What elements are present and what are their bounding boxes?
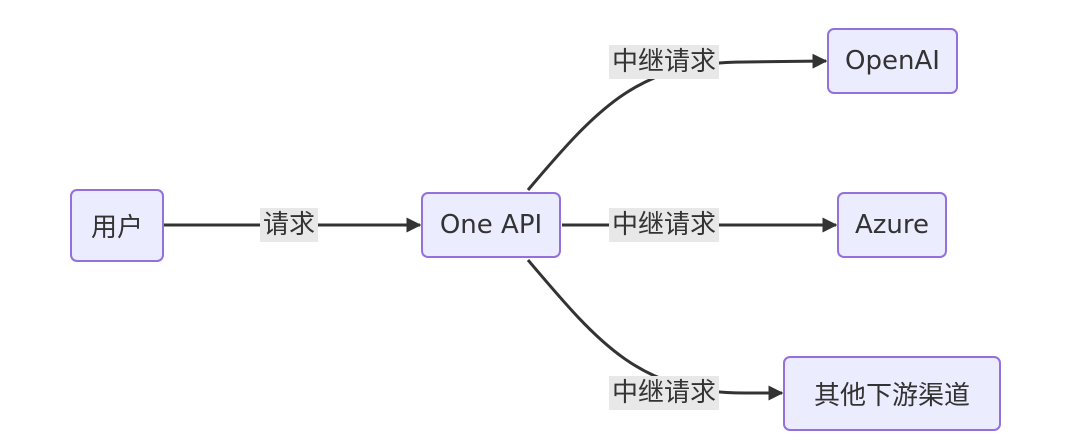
edge-label-relay-openai: 中继请求 [609,45,720,79]
node-openai: OpenAI [827,28,958,94]
node-other-downstream: 其他下游渠道 [783,356,1001,431]
edge-label-relay-azure: 中继请求 [609,208,720,242]
node-azure: Azure [837,192,947,258]
node-user: 用户 [70,189,164,262]
edge-label-request: 请求 [260,208,319,242]
edge-oneapi-to-other [526,259,784,401]
node-one-api: One API [421,192,561,258]
edge-oneapi-to-openai [526,53,828,191]
edge-label-relay-other: 中继请求 [609,376,720,410]
